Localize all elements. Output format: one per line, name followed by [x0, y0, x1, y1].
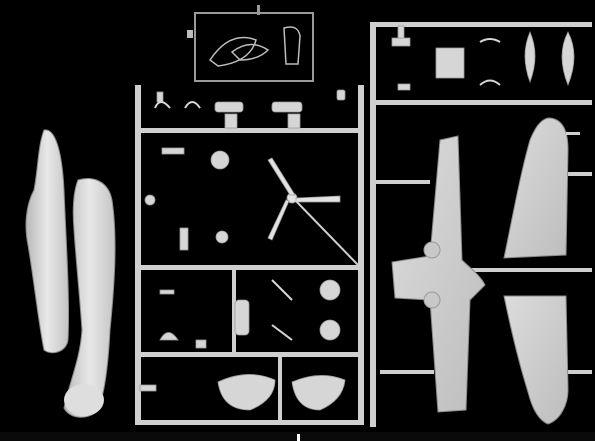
wheel-part: [319, 279, 341, 301]
fuselage-half-right: [63, 178, 116, 418]
wheel-part-2: [319, 319, 341, 341]
lower-wing-part: [391, 135, 486, 413]
rudder-part: [64, 384, 104, 416]
upper-wing-right-part: [503, 295, 569, 425]
fuselage-halves: [25, 129, 116, 418]
windscreen-part: [283, 26, 301, 65]
propeller-part: [267, 157, 359, 266]
tailplane-left: [217, 374, 276, 411]
upper-wing-left-part: [503, 117, 569, 259]
right-sprue-small-parts: [391, 25, 575, 91]
clear-sprue-frame: [194, 12, 314, 82]
seat-part: [234, 299, 250, 336]
right-sprue: [370, 22, 592, 427]
canopy-part: [208, 36, 257, 67]
wheel-hub-part: [210, 150, 230, 170]
tailplane-right: [291, 375, 346, 411]
center-sprue: [135, 85, 364, 425]
center-sprue-parts: [139, 89, 346, 411]
drop-tank-half-2: [561, 31, 575, 87]
clear-parts-sprue: [187, 5, 314, 82]
fuselage-half-left: [25, 129, 70, 354]
drop-tank-half-1: [524, 30, 536, 84]
instrument-panel-part: [435, 47, 465, 79]
